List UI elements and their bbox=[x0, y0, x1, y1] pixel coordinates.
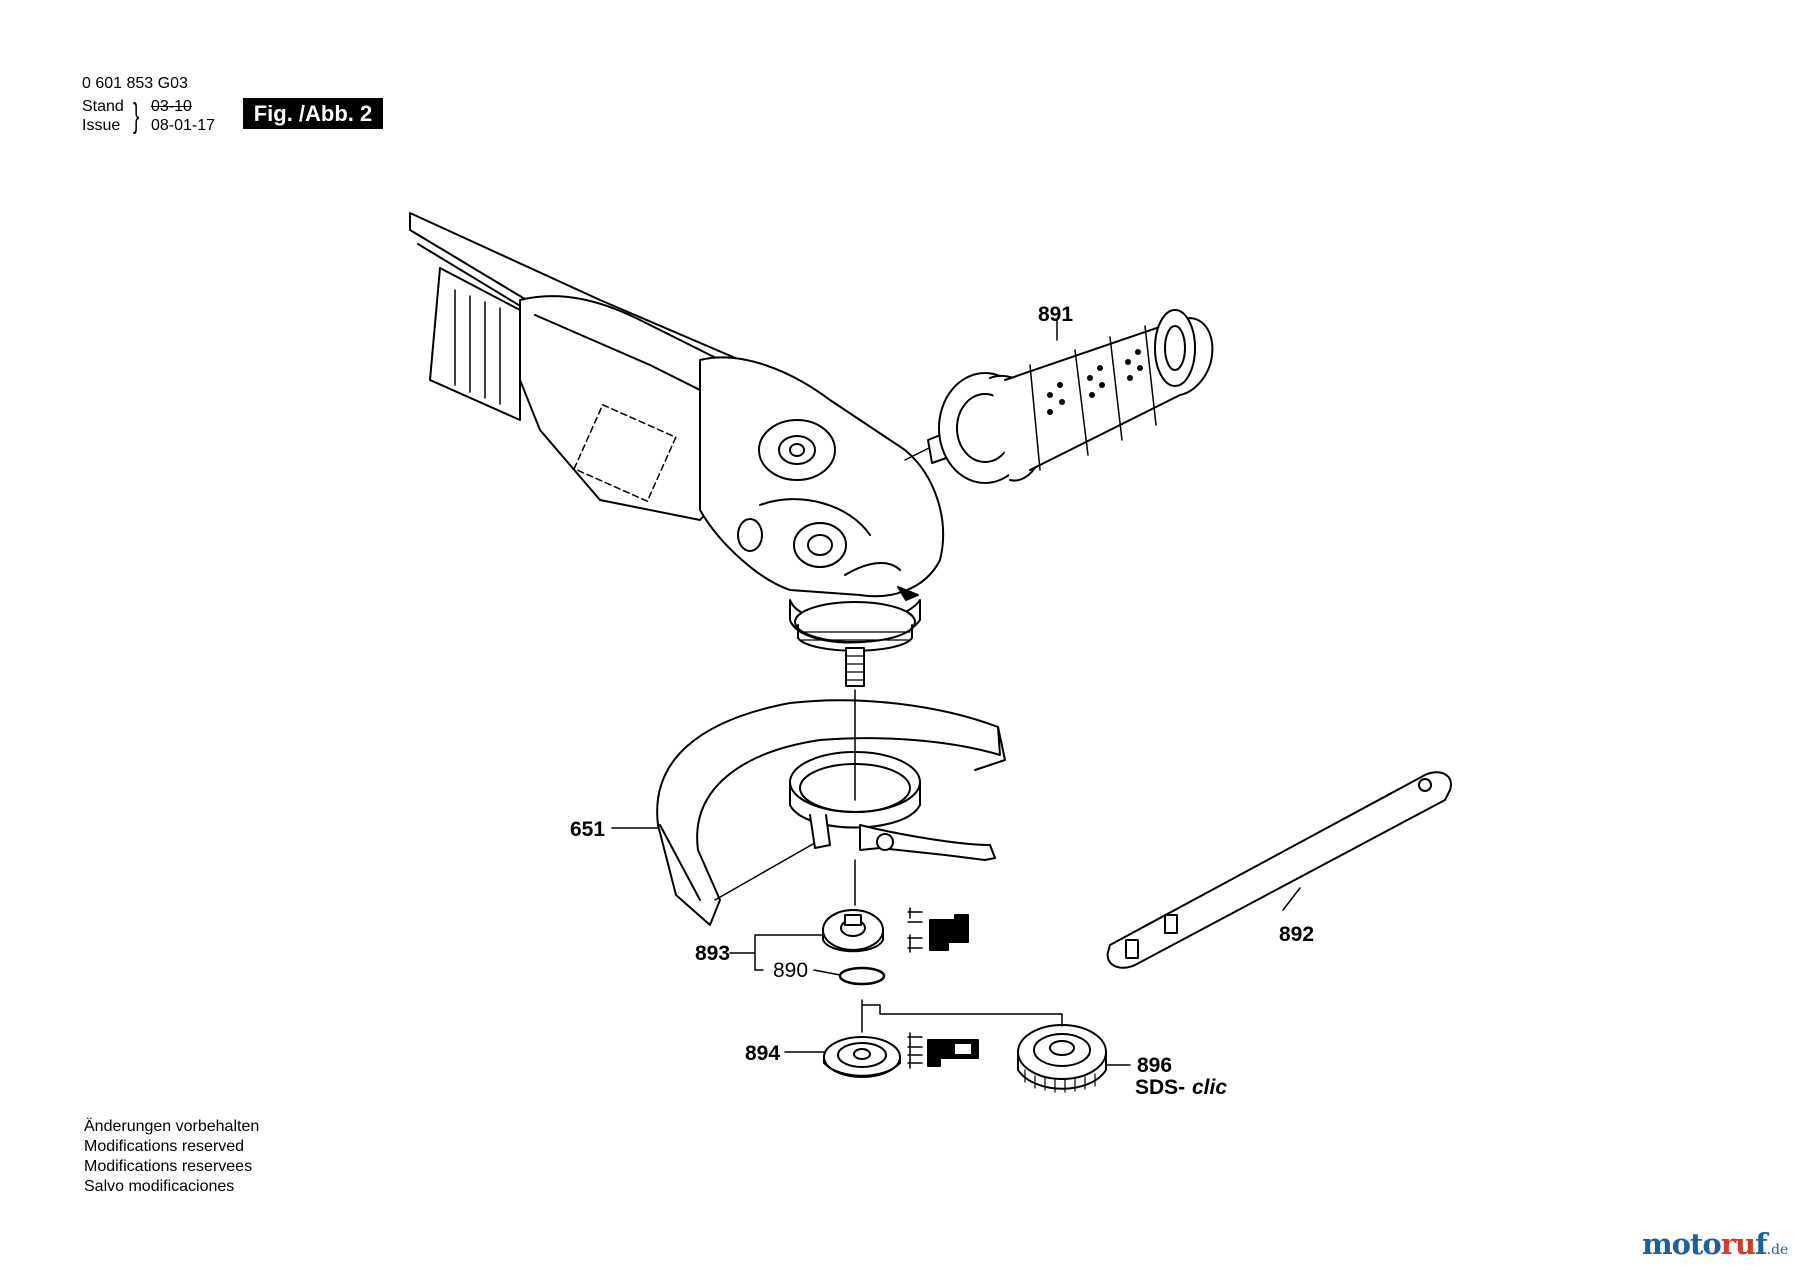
watermark-part1: moto bbox=[1642, 1227, 1722, 1261]
note-line: Änderungen vorbehalten bbox=[84, 1118, 260, 1135]
watermark-logo: motoruf.de bbox=[1642, 1227, 1788, 1261]
issue-label: Issue bbox=[82, 117, 121, 134]
label-892: 892 bbox=[1279, 923, 1314, 946]
label-896: 896 bbox=[1137, 1054, 1172, 1077]
angle-grinder-body bbox=[409, 212, 944, 687]
watermark-part3: f bbox=[1755, 1227, 1768, 1261]
label-891: 891 bbox=[1038, 303, 1073, 326]
o-ring-890 bbox=[838, 966, 886, 986]
stand-value: 03-10 bbox=[151, 98, 192, 115]
note-line: Modifications reservees bbox=[84, 1158, 253, 1175]
figure-badge: Fig. /Abb. 2 bbox=[243, 98, 383, 129]
clamp-nut-894 bbox=[823, 1036, 901, 1078]
note-line: Salvo modificaciones bbox=[84, 1178, 235, 1195]
stand-label: Stand bbox=[82, 98, 124, 115]
protective-guard-651 bbox=[656, 699, 1006, 926]
watermark-part2: ru bbox=[1720, 1227, 1756, 1261]
leader-893 bbox=[729, 934, 824, 971]
connector-896-line bbox=[861, 1004, 1063, 1027]
leader-890 bbox=[813, 969, 841, 976]
label-890: 890 bbox=[773, 959, 808, 982]
label-sds-suffix: clic bbox=[1192, 1076, 1227, 1099]
label-651: 651 bbox=[570, 818, 605, 841]
modification-notes: Änderungen vorbehalten Modifications res… bbox=[84, 1117, 259, 1197]
flange-orientation-icon bbox=[907, 907, 969, 953]
auxiliary-handle-891 bbox=[904, 309, 1214, 484]
two-pin-spanner-892 bbox=[1106, 771, 1452, 969]
watermark-tld: .de bbox=[1766, 1242, 1789, 1258]
mounting-flange-893 bbox=[822, 909, 886, 986]
leader-892 bbox=[1282, 887, 1301, 911]
header-brace: } bbox=[133, 97, 140, 135]
quick-clamping-nut-896 bbox=[1017, 1024, 1107, 1093]
label-sds-prefix: SDS- bbox=[1135, 1076, 1185, 1099]
label-894: 894 bbox=[745, 1042, 780, 1065]
note-line: Modifications reserved bbox=[84, 1138, 245, 1155]
label-893: 893 bbox=[695, 942, 730, 965]
nut-orientation-icon bbox=[907, 1032, 979, 1069]
issue-value: 08-01-17 bbox=[151, 117, 216, 134]
assembly-axis-line bbox=[854, 689, 863, 1033]
document-number: 0 601 853 G03 bbox=[82, 75, 188, 92]
